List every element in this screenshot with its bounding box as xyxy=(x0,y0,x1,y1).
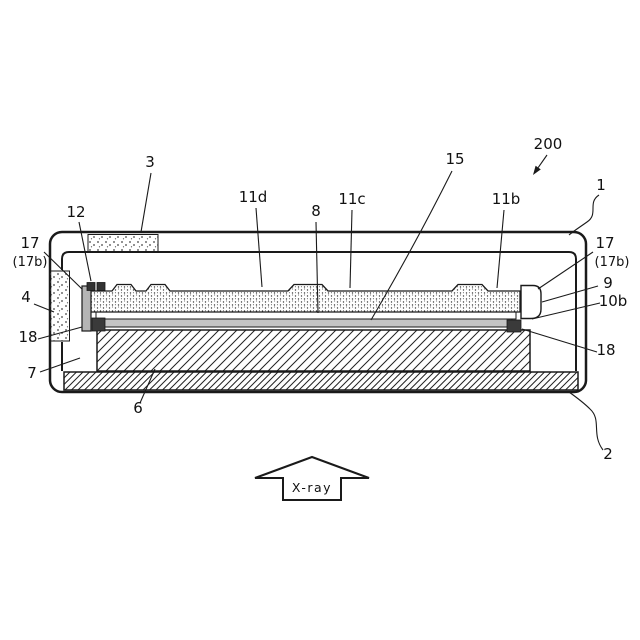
right-end-cap xyxy=(520,284,542,320)
label-17b-right: (17b) xyxy=(595,255,630,270)
housing-inner-wall xyxy=(61,251,577,371)
label-12: 12 xyxy=(66,203,85,221)
leader-8 xyxy=(315,221,319,314)
label-11b: 11b xyxy=(492,190,521,208)
pointer-200-arrowhead xyxy=(533,165,541,175)
leader-17-right xyxy=(537,251,594,290)
left-fixing-block xyxy=(91,317,106,332)
leader-11c xyxy=(349,209,353,289)
label-15: 15 xyxy=(445,150,464,168)
label-8: 8 xyxy=(311,202,321,220)
label-6: 6 xyxy=(133,399,143,417)
leader-2 xyxy=(568,391,604,451)
right-fixing-block xyxy=(506,319,522,333)
label-200: 200 xyxy=(534,135,563,153)
label-17-right: 17 xyxy=(595,234,614,252)
pointer-200-line xyxy=(537,154,548,168)
xray-arrow-label: X-ray xyxy=(292,480,332,495)
leader-6 xyxy=(139,368,156,404)
label-4: 4 xyxy=(21,288,31,306)
substrate-layer xyxy=(95,311,517,320)
label-10b: 10b xyxy=(599,292,628,310)
label-11c: 11c xyxy=(338,190,365,208)
leader-18-left xyxy=(37,326,83,340)
leader-18-right xyxy=(521,328,598,353)
leader-12 xyxy=(78,221,92,282)
bottom-plate xyxy=(63,371,579,391)
leader-10b xyxy=(531,302,601,320)
sensor-panel-layer xyxy=(99,318,513,328)
label-17-left: 17 xyxy=(20,234,39,252)
label-3: 3 xyxy=(145,153,155,171)
left-terminal-block-b xyxy=(96,282,106,291)
left-terminal-block-a xyxy=(86,282,96,291)
leader-11b xyxy=(496,209,505,289)
scintillator-layer xyxy=(89,283,521,313)
label-11d: 11d xyxy=(239,188,268,206)
leader-4 xyxy=(33,303,55,313)
xray-direction-arrow xyxy=(254,455,370,501)
leader-1 xyxy=(568,194,600,236)
support-block xyxy=(96,329,531,372)
label-1: 1 xyxy=(596,176,606,194)
leader-7 xyxy=(39,357,81,373)
label-18-left: 18 xyxy=(18,328,37,346)
label-7: 7 xyxy=(27,364,37,382)
label-17b-left: (17b) xyxy=(13,255,48,270)
side-seal-strip xyxy=(49,270,70,342)
label-9: 9 xyxy=(603,274,613,292)
label-18-right: 18 xyxy=(596,341,615,359)
leader-11d xyxy=(255,207,263,288)
leader-9 xyxy=(541,285,599,303)
top-seal-region xyxy=(87,234,159,253)
label-2: 2 xyxy=(603,445,613,463)
leader-15 xyxy=(370,170,453,321)
leader-17-left xyxy=(43,251,83,290)
leader-3 xyxy=(140,172,152,233)
left-end-cap xyxy=(81,285,92,332)
